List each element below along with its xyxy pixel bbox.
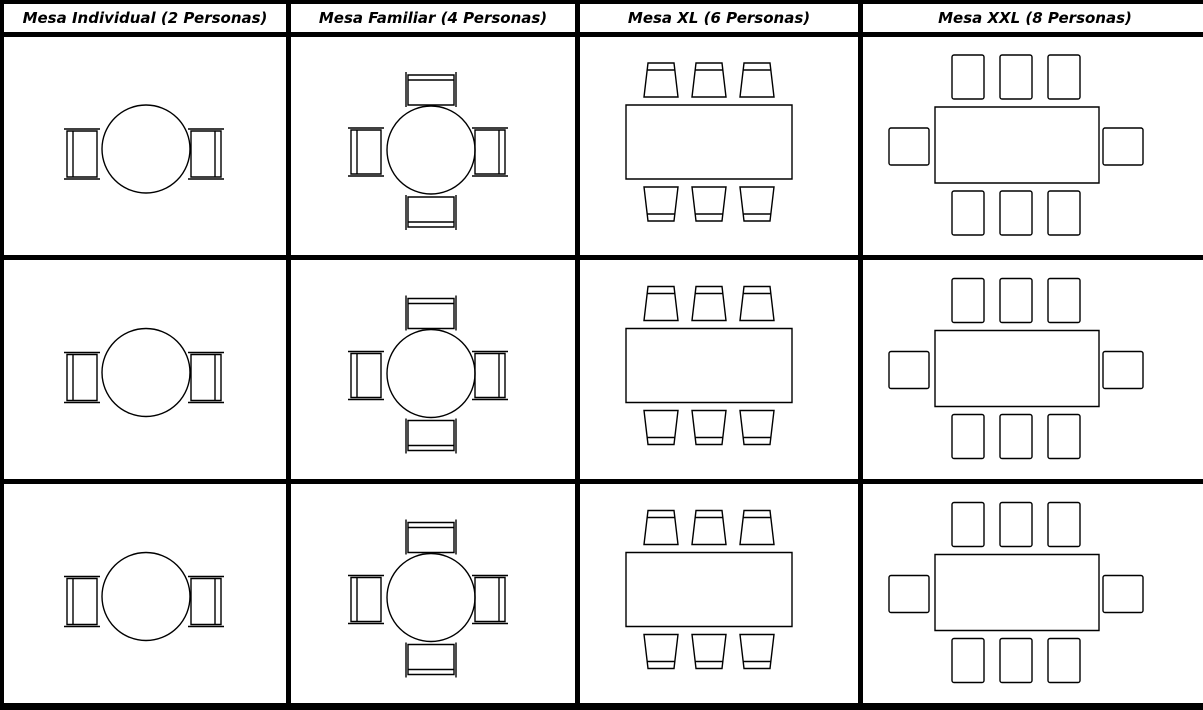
round-table-4-chairs-icon — [347, 71, 509, 231]
cell-xxl-row-1 — [863, 37, 1203, 255]
cell-individual-row-1 — [4, 37, 286, 255]
cell-xl-row-2 — [580, 260, 858, 479]
rect-table-8-chairs-icon — [888, 277, 1144, 460]
rect-table-6-chairs-icon — [625, 285, 793, 446]
round-table-2-chairs-icon — [63, 327, 225, 418]
rect-table-6-chairs-icon — [625, 509, 793, 670]
rect-table-8-chairs-icon — [888, 54, 1144, 236]
cell-xl-row-3 — [580, 484, 858, 703]
cell-xl-row-1 — [580, 37, 858, 255]
cell-xxl-row-3 — [863, 484, 1203, 703]
round-table-2-chairs-icon — [63, 551, 225, 642]
round-table-2-chairs-icon — [63, 104, 225, 194]
cell-xxl-row-2 — [863, 260, 1203, 479]
round-table-4-chairs-icon — [347, 294, 509, 455]
rect-table-6-chairs-icon — [625, 62, 793, 222]
header-mesa-individual: Mesa Individual (2 Personas) — [4, 4, 286, 32]
cell-individual-row-3 — [4, 484, 286, 703]
rect-table-8-chairs-icon — [888, 501, 1144, 684]
cell-familiar-row-1 — [291, 37, 575, 255]
round-table-4-chairs-icon — [347, 518, 509, 679]
cell-familiar-row-2 — [291, 260, 575, 479]
header-mesa-familiar: Mesa Familiar (4 Personas) — [291, 4, 575, 32]
cell-familiar-row-3 — [291, 484, 575, 703]
header-mesa-xl: Mesa XL (6 Personas) — [580, 4, 858, 32]
header-mesa-xxl: Mesa XXL (8 Personas) — [863, 4, 1203, 32]
cell-individual-row-2 — [4, 260, 286, 479]
